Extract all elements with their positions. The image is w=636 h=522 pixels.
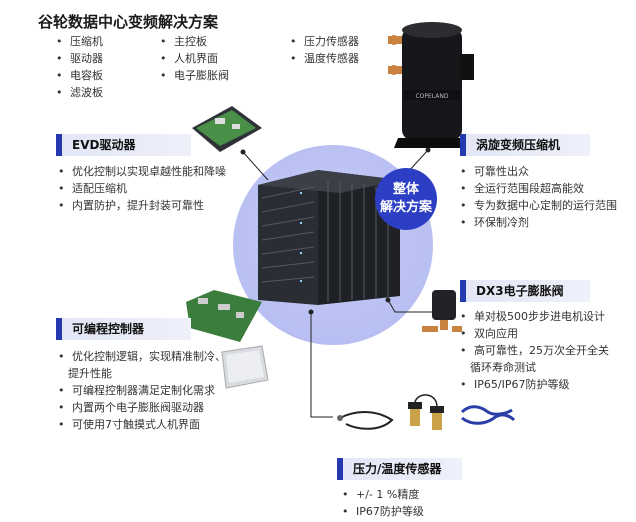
- compressor-illustration: COPELAND: [388, 22, 474, 148]
- temperature-sensor-illustration: [337, 411, 394, 430]
- list-item: •温度传感器: [290, 52, 359, 65]
- connector-dot: [308, 309, 314, 315]
- connector-evd: [242, 151, 269, 181]
- page-title: 谷轮数据中心变频解决方案: [38, 13, 219, 31]
- cable-illustration: [460, 405, 516, 425]
- scroll-compressor-bullets: •可靠性出众 •全运行范围段超高能效 •专为数据中心定制的运行范围 •环保制冷剂: [460, 163, 617, 231]
- list-item-continued: 循环寿命测试: [470, 361, 536, 374]
- list-item: •+/- 1 %精度: [342, 488, 420, 501]
- component-list-col2: •主控板 •人机界面 •电子膨胀阀: [160, 33, 229, 84]
- list-item: •内置两个电子膨胀阀驱动器: [58, 401, 204, 414]
- list-item: •环保制冷剂: [460, 216, 529, 229]
- plc-heading: 可编程控制器: [56, 318, 191, 340]
- evd-driver-illustration: [192, 106, 262, 152]
- dx3-valve-heading: DX3电子膨胀阀: [460, 280, 590, 302]
- list-item: •电容板: [56, 69, 103, 82]
- sensor-bullets: •+/- 1 %精度 •IP67防护等级: [342, 486, 424, 520]
- list-item-continued: 提升性能: [68, 367, 112, 380]
- list-item: •双向应用: [460, 327, 518, 340]
- list-item: •IP65/IP67防护等级: [460, 378, 570, 391]
- list-item: •内置防护，提升封装可靠性: [58, 199, 204, 212]
- list-item: •单对极500步步进电机设计: [460, 310, 605, 323]
- list-item: •电子膨胀阀: [160, 69, 229, 82]
- connector-dot: [240, 149, 246, 155]
- connector-sensor: [310, 312, 333, 418]
- list-item: •滤波板: [56, 86, 103, 99]
- list-item: •优化控制以实现卓越性能和降噪: [58, 165, 226, 178]
- list-item: •IP67防护等级: [342, 505, 424, 518]
- dx3-valve-bullets: •单对极500步步进电机设计 •双向应用 •高可靠性，25万次全开全关 循环寿命…: [460, 308, 609, 393]
- solution-badge: 整体 解决方案: [375, 168, 437, 230]
- sensor-heading: 压力/温度传感器: [337, 458, 462, 480]
- list-item: •可使用7寸触摸式人机界面: [58, 418, 200, 431]
- touch-screen-illustration: [221, 345, 269, 389]
- list-item: •适配压缩机: [58, 182, 127, 195]
- list-item: •高可靠性，25万次全开全关: [460, 344, 609, 357]
- plc-board-illustration: [186, 290, 262, 342]
- list-item: •主控板: [160, 35, 207, 48]
- list-item: •优化控制逻辑，实现精准制冷、: [58, 350, 226, 363]
- list-item: •压缩机: [56, 35, 103, 48]
- connector-dx3: [387, 299, 440, 313]
- expansion-valve-illustration: [422, 290, 462, 332]
- scroll-compressor-heading: 涡旋变频压缩机: [460, 134, 590, 156]
- list-item: •驱动器: [56, 52, 103, 65]
- list-item: •可靠性出众: [460, 165, 529, 178]
- connector-dot: [385, 297, 391, 303]
- compressor-logo: COPELAND: [415, 93, 448, 100]
- list-item: •压力传感器: [290, 35, 359, 48]
- list-item: •人机界面: [160, 52, 218, 65]
- pressure-sensor-illustration: [408, 394, 444, 430]
- list-item: •可编程控制器满足定制化需求: [58, 384, 215, 397]
- list-item: •专为数据中心定制的运行范围: [460, 199, 617, 212]
- list-item: •全运行范围段超高能效: [460, 182, 584, 195]
- evd-bullets: •优化控制以实现卓越性能和降噪 •适配压缩机 •内置防护，提升封装可靠性: [58, 163, 226, 214]
- plc-bullets: •优化控制逻辑，实现精准制冷、 提升性能 •可编程控制器满足定制化需求 •内置两…: [58, 348, 226, 433]
- connector-dot: [425, 147, 431, 153]
- component-list-col3: •压力传感器 •温度传感器: [290, 33, 359, 67]
- component-list-col1: •压缩机 •驱动器 •电容板 •滤波板: [56, 33, 103, 101]
- evd-heading: EVD驱动器: [56, 134, 191, 156]
